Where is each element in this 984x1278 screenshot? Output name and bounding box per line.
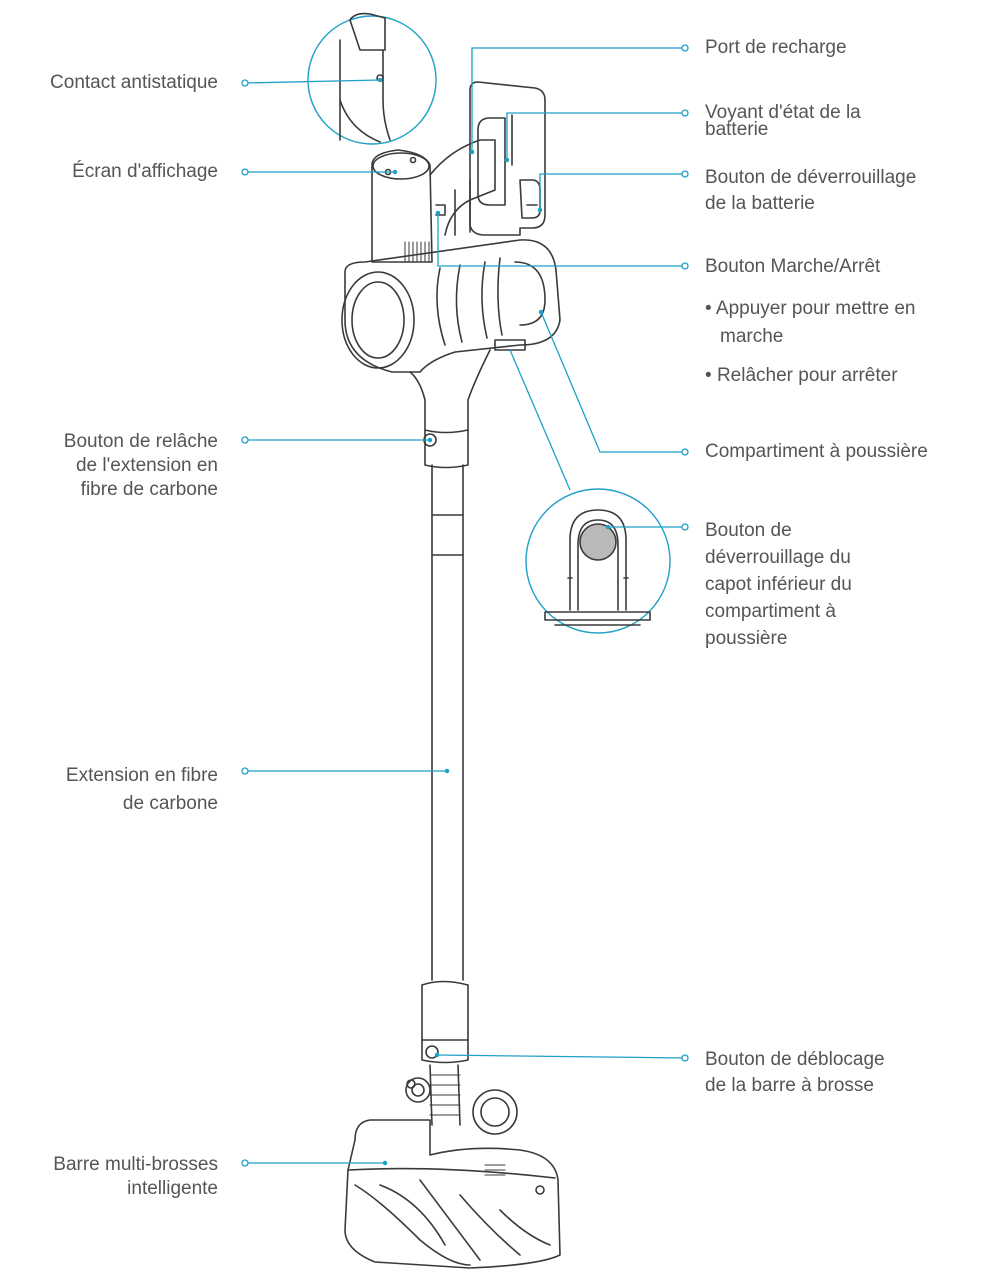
label-bouton-relache-line1: Bouton de relâche — [63, 431, 218, 452]
label-deblocage: Bouton de déblocage de la barre à brosse — [705, 1047, 885, 1099]
label-barre-multi-line2: intelligente — [127, 1178, 218, 1199]
label-extension-line2: de carbone — [122, 793, 218, 814]
label-capot: Bouton de déverrouillage du capot inféri… — [705, 517, 852, 652]
label-capot-line1: Bouton de — [705, 520, 792, 541]
label-bouton-relache-line3: fibre de carbone — [80, 479, 218, 500]
antistatic-zoom-circle — [307, 12, 437, 145]
label-barre-multi-brosses: Barre multi-brosses intelligente — [53, 1153, 218, 1201]
label-bouton-relache-line2: de l'extension en — [75, 455, 218, 476]
label-port-recharge: Port de recharge — [705, 37, 847, 58]
label-capot-line4: compartiment à — [705, 601, 836, 622]
label-voyant: Voyant d'état de la batterie — [705, 102, 861, 140]
label-deverrouillage-batterie: Bouton de déverrouillage de la batterie — [705, 165, 916, 217]
label-bouton-relache: Bouton de relâche de l'extension en fibr… — [64, 430, 218, 502]
label-relacher: Relâcher pour arrêter — [705, 365, 898, 387]
label-deverrouillage-batterie-line2: de la batterie — [705, 193, 815, 214]
carbon-tube-drawing — [405, 349, 518, 1135]
label-appuyer-line1: Appuyer pour mettre en — [705, 295, 916, 323]
label-voyant-line1: Voyant d'état de la — [705, 102, 861, 123]
label-capot-line2: déverrouillage du — [705, 547, 851, 568]
label-extension: Extension en fibre de carbone — [66, 762, 218, 818]
label-barre-multi-line1: Barre multi-brosses — [53, 1154, 218, 1175]
label-ecran-affichage: Écran d'affichage — [72, 161, 218, 182]
label-capot-line3: capot inférieur du — [705, 574, 852, 595]
label-deblocage-line2: de la barre à brosse — [705, 1075, 874, 1096]
label-deverrouillage-batterie-line1: Bouton de déverrouillage — [705, 167, 917, 188]
label-appuyer-line2: marche — [720, 326, 784, 347]
handle-battery-drawing — [341, 81, 561, 373]
bin-release-zoom-circle — [525, 488, 671, 634]
label-voyant-line2: batterie — [705, 119, 769, 140]
brush-head-drawing — [344, 1119, 561, 1269]
label-capot-line5: poussière — [705, 628, 788, 649]
label-contact-antistatique: Contact antistatique — [50, 72, 218, 93]
label-marche-arret: Bouton Marche/Arrêt — [705, 256, 881, 277]
label-appuyer: Appuyer pour mettre en marche — [705, 295, 916, 351]
label-extension-line1: Extension en fibre — [65, 765, 218, 786]
label-deblocage-line1: Bouton de déblocage — [705, 1049, 885, 1070]
leader-lines — [241, 44, 689, 1167]
label-compartiment: Compartiment à poussière — [705, 441, 928, 462]
